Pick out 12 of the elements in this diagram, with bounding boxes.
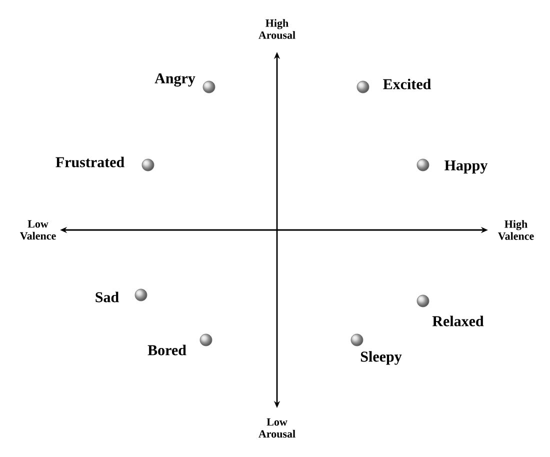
- emotion-label: Sad: [96, 292, 119, 302]
- emotion-label: Relaxed: [432, 316, 484, 326]
- emotion-label: Sleepy: [360, 351, 402, 365]
- axis-label: High Valence: [498, 220, 534, 240]
- emotion-label: Bored: [148, 344, 186, 356]
- emotion-label: Happy: [444, 160, 488, 174]
- emotion-label: Angry: [154, 73, 196, 87]
- axis-label: Low Arousal: [258, 418, 296, 438]
- axis-label: Low Valence: [20, 220, 56, 240]
- axis-label: High Arousal: [258, 19, 296, 39]
- emotion-label: Frustrated: [56, 156, 124, 168]
- emotion-label: Excited: [383, 78, 431, 90]
